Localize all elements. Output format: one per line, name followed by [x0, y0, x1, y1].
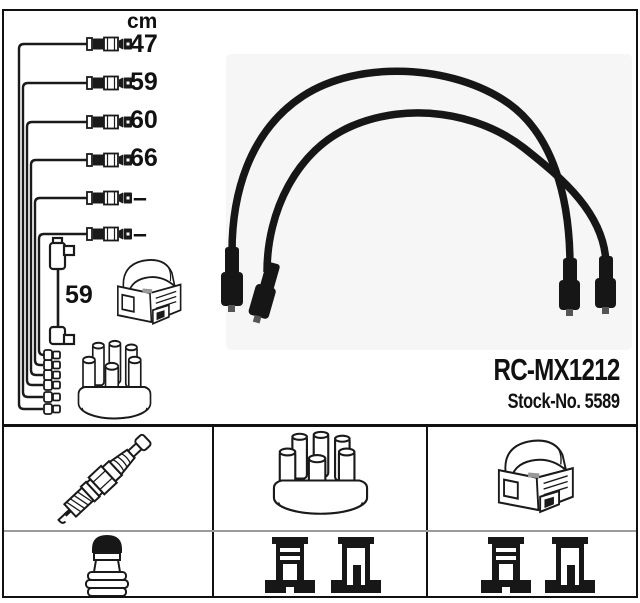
cable-length-3: 60 [130, 106, 158, 134]
distributor-cap-drawing [77, 339, 152, 420]
cable-length-2: 59 [130, 68, 158, 96]
ignition-coil-icon [497, 439, 574, 513]
cable-length-5: – [133, 184, 147, 212]
cable-boot [559, 258, 580, 316]
cable-boot [248, 261, 280, 324]
distributor-terminals [43, 349, 61, 415]
cable-length-4: 66 [130, 144, 158, 172]
cable-length-1: 47 [130, 30, 158, 58]
spark-plug-boot-icon [85, 535, 129, 597]
ignition-coil-drawing [116, 258, 182, 325]
cable-set-drawing [17, 42, 90, 411]
cable-boot [221, 247, 243, 312]
boot-pair-right [481, 537, 595, 593]
table-top-border [2, 424, 638, 427]
cable-boot [595, 256, 616, 314]
coil-lead-length: 59 [65, 281, 93, 309]
spark-plug-icon [57, 433, 152, 524]
grid-row-divider [4, 530, 636, 532]
stock-number: Stock-No. 5589 [508, 389, 620, 413]
boot-pair-middle [265, 537, 381, 593]
distributor-cap-icon [272, 430, 369, 515]
cable-photo [221, 67, 616, 324]
cable-end-connectors [86, 36, 133, 242]
length-unit-header: cm [127, 10, 158, 33]
product-code: RC-MX1212 [493, 352, 621, 387]
grid-column-divider-1 [212, 427, 214, 596]
cable-length-6: – [133, 220, 147, 248]
product-identification: RC-MX1212 Stock-No. 5589 [493, 352, 621, 414]
grid-column-divider-2 [426, 427, 428, 596]
coil-lead-drawing [48, 236, 76, 346]
